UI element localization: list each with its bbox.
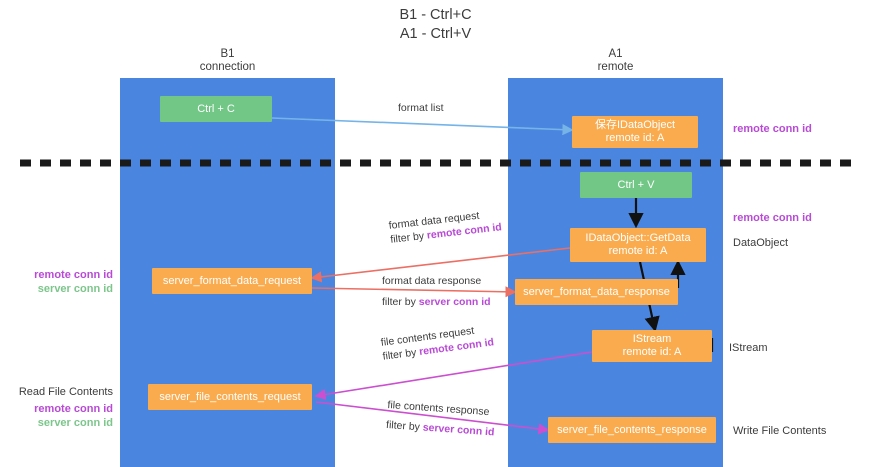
keyword-remote-conn-id: remote conn id (34, 403, 113, 415)
edge-label-line1: file contents response (387, 398, 490, 419)
keyword-remote-conn-id: remote conn id (733, 212, 812, 224)
annotation-write-file-contents: Write File Contents (733, 425, 827, 437)
node-label: server_file_contents_response (557, 423, 707, 436)
keyword-server-conn-id: server conn id (37, 283, 113, 295)
edge-label-format-data-request: format data request filter by remote con… (388, 206, 502, 247)
edge-label-line2: filter by server conn id (382, 296, 491, 308)
keyword-server-conn-id: server conn id (422, 421, 495, 439)
edge-label-line2: filter by server conn id (385, 418, 495, 439)
keyword-server-conn-id: server conn id (37, 417, 113, 429)
node-label: Ctrl + V (617, 178, 655, 191)
edge-label-format-data-response: format data response filter by server co… (382, 274, 491, 309)
edge-label-line1: format list (398, 102, 444, 114)
node-istream[interactable]: IStream remote id: A (592, 330, 712, 362)
annotation-remote-conn-id-mid: remote conn id (733, 211, 812, 225)
edge-label-format-list: format list (398, 101, 444, 115)
edge-label-line1: format data response (382, 275, 482, 287)
lane-header-b1: B1 connection (199, 48, 256, 73)
node-label: server_format_data_request (162, 274, 302, 287)
node-label: server_file_contents_request (159, 390, 301, 403)
node-save-idataobject[interactable]: 保存IDataObject remote id: A (572, 116, 698, 148)
node-server-file-contents-response[interactable]: server_file_contents_response (548, 417, 716, 443)
node-server-format-data-response[interactable]: server_format_data_response (515, 279, 678, 305)
edge-label-file-contents-response: file contents response filter by server … (386, 398, 497, 439)
keyword-server-conn-id: server conn id (418, 296, 491, 308)
node-sublabel: remote id: A (608, 245, 668, 257)
annotation-conn-ids-format: remote conn id server conn id (0, 268, 113, 296)
node-sublabel: remote id: A (605, 132, 665, 144)
node-server-format-data-request[interactable]: server_format_data_request (152, 268, 312, 294)
annotation-remote-conn-id-top: remote conn id (733, 122, 812, 136)
node-label: 保存IDataObject (594, 119, 676, 131)
node-idataobject-getdata[interactable]: IDataObject::GetData remote id: A (570, 228, 706, 262)
node-sublabel: remote id: A (622, 346, 682, 358)
keyword-remote-conn-id: remote conn id (733, 123, 812, 135)
node-ctrl-v[interactable]: Ctrl + V (580, 172, 692, 198)
keyword-remote-conn-id: remote conn id (34, 269, 113, 281)
node-label: IDataObject::GetData (585, 232, 691, 244)
node-label: IStream (632, 333, 672, 345)
page-title: B1 - Ctrl+C A1 - Ctrl+V (399, 7, 472, 42)
node-ctrl-c[interactable]: Ctrl + C (160, 96, 272, 122)
annotation-read-file-contents: Read File Contents (18, 386, 113, 398)
lane-header-a1: A1 remote (597, 48, 634, 73)
node-server-file-contents-request[interactable]: server_file_contents_request (148, 384, 312, 410)
annotation-conn-ids-file: remote conn id server conn id (0, 402, 113, 430)
node-label: Ctrl + C (197, 102, 235, 115)
annotation-dataobject: DataObject (733, 237, 789, 249)
annotation-istream: IStream (729, 342, 768, 354)
node-label: server_format_data_response (523, 285, 670, 298)
edge-label-file-contents-request: file contents request filter by remote c… (380, 321, 495, 363)
